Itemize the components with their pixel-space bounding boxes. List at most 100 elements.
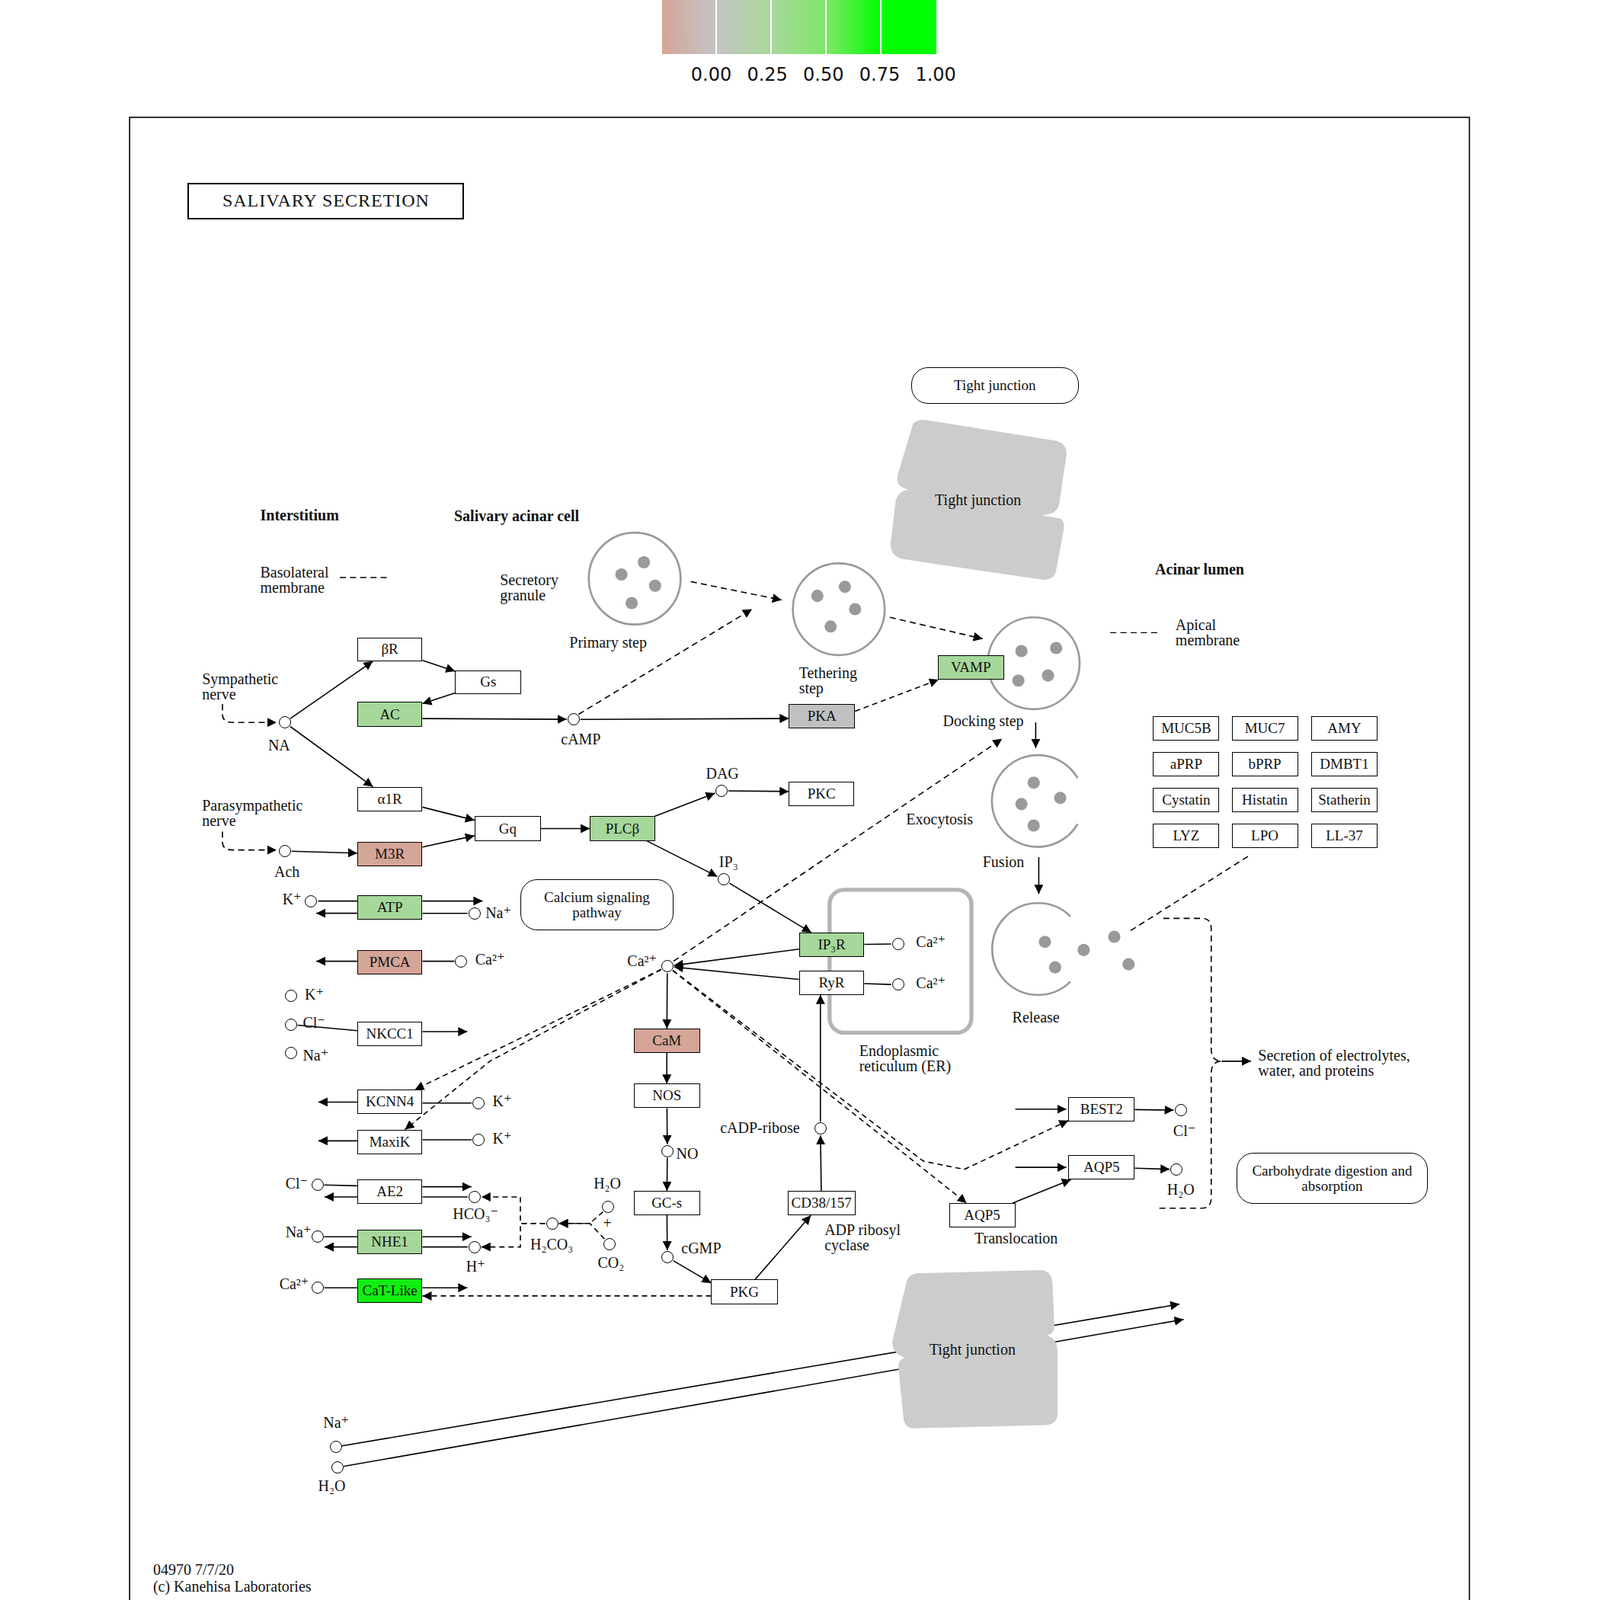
gene-label: AE2 <box>376 1184 404 1200</box>
granule-content <box>625 596 638 609</box>
connector <box>654 793 715 816</box>
connector <box>422 1196 468 1198</box>
gene-label: VAMP <box>950 659 991 676</box>
compound-label: IP₃ <box>719 854 739 870</box>
transport-arrow <box>1015 1166 1067 1168</box>
granule-content <box>1027 819 1040 832</box>
transport-arrow <box>324 1196 358 1198</box>
gene-label: NOS <box>652 1088 682 1104</box>
pathway-note: Primary step <box>569 634 647 650</box>
compound-circle: H₂CO₃ <box>546 1217 559 1230</box>
gene-box: Histatin <box>1232 787 1299 813</box>
connector <box>422 960 455 963</box>
map-link-label: Carbohydrate digestion and absorption <box>1243 1163 1421 1194</box>
secretion-step-arrow <box>691 581 782 600</box>
map-link-label: Calcium signaling pathway <box>527 889 667 921</box>
granule-content <box>838 580 852 593</box>
gene-label: PMCA <box>369 954 411 970</box>
transport-arrow <box>318 1140 358 1143</box>
paracellular-flow <box>343 1319 1184 1467</box>
nerve-input <box>222 832 277 851</box>
gene-box: aPRP <box>1152 752 1220 777</box>
granule <box>992 902 1071 996</box>
transport-arrow <box>422 900 483 903</box>
connector <box>820 1135 822 1191</box>
transport-arrow <box>316 960 358 963</box>
granule-content <box>811 589 824 602</box>
gene-box: Gq <box>474 816 541 841</box>
connector <box>1134 1109 1174 1111</box>
gene-box: NHE1 <box>357 1229 423 1255</box>
scale-swatch <box>826 0 882 55</box>
secretion-step-arrow <box>889 617 983 639</box>
gene-label: AQP5 <box>1083 1159 1120 1175</box>
compound-label: Cl⁻ <box>302 1014 325 1031</box>
gene-box: Cystatin <box>1152 787 1220 813</box>
gene-box: MUC5B <box>1152 716 1220 741</box>
membrane-key <box>1110 632 1161 634</box>
gene-box: PKC <box>788 781 855 807</box>
compound-circle: H₂O <box>1170 1163 1183 1176</box>
gene-box: GC-s <box>633 1190 701 1216</box>
compound-circle: K⁺ <box>472 1133 485 1146</box>
gene-label: CaM <box>652 1033 682 1049</box>
granule-content <box>1122 958 1135 971</box>
granule-content <box>1049 641 1063 654</box>
compound-circle: Cl⁻ <box>284 1018 298 1031</box>
gene-label: Histatin <box>1241 792 1288 808</box>
gene-box: MUC7 <box>1232 716 1299 741</box>
connector <box>422 718 567 720</box>
connector <box>580 718 790 720</box>
tight-junction-shape <box>890 419 1067 580</box>
connector <box>415 969 662 1090</box>
compound-circle: H₂O <box>601 1200 615 1213</box>
connector <box>819 995 822 1123</box>
compound-circle: NA <box>278 716 292 729</box>
gene-label: MaxiK <box>369 1134 411 1150</box>
scale-swatch <box>662 0 717 55</box>
connector <box>324 1286 358 1289</box>
secretion-step-arrow <box>578 581 1250 961</box>
gene-label: LL-37 <box>1325 828 1364 844</box>
compound-circle: Na⁺ <box>284 1046 298 1060</box>
compound-circle: K⁺ <box>304 895 317 908</box>
granule-content <box>615 556 1136 974</box>
gene-label: KCNN4 <box>365 1094 414 1110</box>
gene-label: LYZ <box>1172 828 1200 844</box>
gene-label: α1R <box>377 791 403 807</box>
compound-circle: H⁺ <box>468 1241 481 1254</box>
connector <box>854 679 939 711</box>
compound-circle: K⁺ <box>472 1097 485 1110</box>
gene-label: GC-s <box>651 1195 682 1211</box>
compound-label: Ca²⁺ <box>279 1276 310 1292</box>
pathway-note: Parasympathetic nerve <box>201 797 325 829</box>
gene-label: Gs <box>480 674 496 690</box>
gene-label: MUC5B <box>1161 720 1211 736</box>
scale-swatch <box>881 0 937 55</box>
compound-circle: Cl⁻ <box>311 1178 324 1191</box>
compound-circle: Ca²⁺ <box>661 960 674 973</box>
transport-arrow <box>318 1101 358 1104</box>
compound-circle: NO <box>661 1145 674 1158</box>
gene-box: DMBT1 <box>1311 752 1378 777</box>
map-link: Calcium signaling pathway <box>520 879 674 931</box>
connector <box>291 851 358 854</box>
gene-box: CaT-Like <box>357 1278 423 1303</box>
compound-label: cADP-ribose <box>720 1120 800 1136</box>
transport-arrow <box>324 1246 358 1248</box>
compound-circle: Ca²⁺ <box>892 937 905 951</box>
pathway-note: Apical membrane <box>1175 617 1258 648</box>
compound-circle: HCO₃⁻ <box>468 1190 481 1204</box>
transport-arrow <box>422 1186 471 1188</box>
compound-label: Cl⁻ <box>285 1175 308 1191</box>
pathway-note: Fusion <box>982 854 1024 870</box>
granule-content <box>1027 776 1040 789</box>
gene-label: AC <box>379 707 400 723</box>
connector <box>324 1235 358 1238</box>
connector <box>666 1158 669 1191</box>
nerve-input <box>222 704 277 723</box>
gene-box: Statherin <box>1311 787 1378 813</box>
connector <box>422 1139 473 1141</box>
pathway-note: Translocation <box>974 1230 1058 1246</box>
